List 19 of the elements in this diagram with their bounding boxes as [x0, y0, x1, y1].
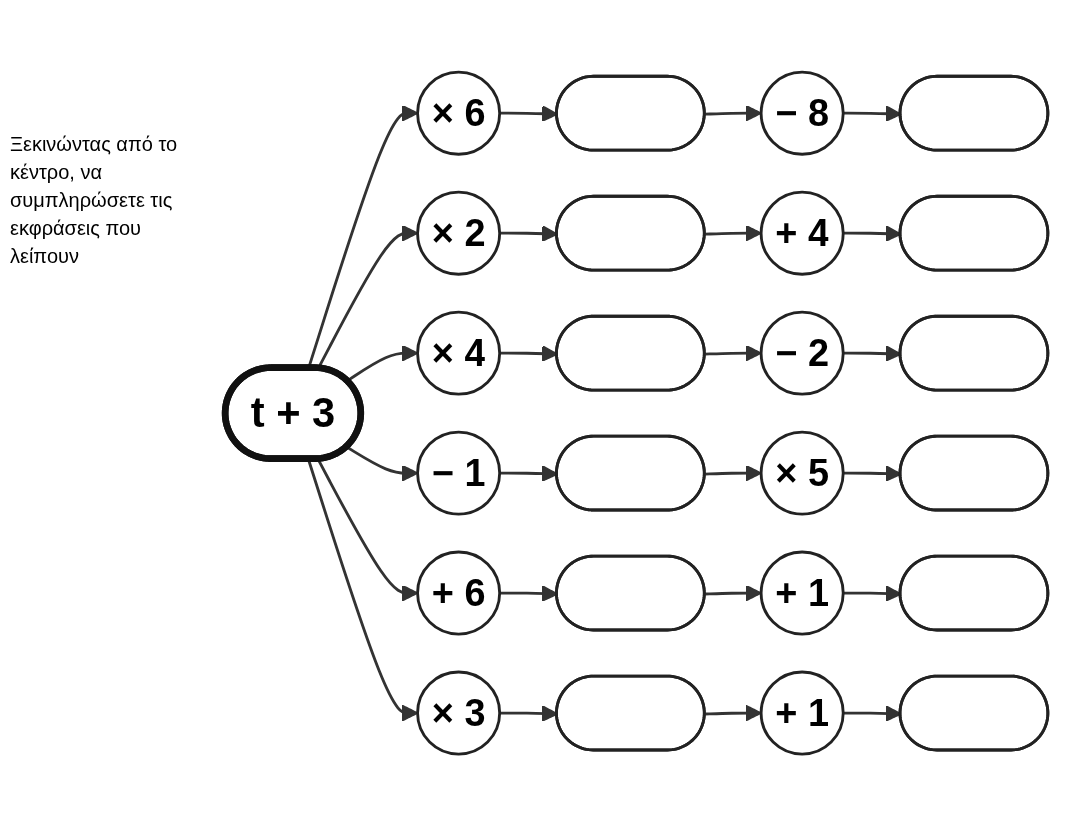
node-circle: − 2 [759, 311, 845, 396]
arrow [705, 345, 762, 362]
node-circle: × 6 [416, 71, 502, 157]
arrow [705, 705, 762, 722]
node-circle: − 1 [416, 431, 502, 516]
node-circle: × 3 [416, 670, 502, 756]
instruction-text: Ξεκινώντας από το κέντρο, να συμπληρώσετε τις εκφράσεις που λείπουν [10, 132, 179, 269]
arrow [705, 585, 762, 602]
node-circle: × 5 [759, 431, 845, 516]
node-circle: + 6 [416, 551, 502, 636]
node-circle: + 4 [759, 191, 845, 276]
arrow [705, 105, 762, 122]
node-circle: × 4 [416, 311, 502, 396]
node-circle: + 1 [759, 670, 845, 756]
arrow [705, 465, 762, 482]
node-circle: + 1 [759, 551, 845, 636]
node-circle: × 2 [416, 191, 502, 276]
arrow [705, 225, 762, 242]
node-circle: − 8 [759, 71, 845, 157]
